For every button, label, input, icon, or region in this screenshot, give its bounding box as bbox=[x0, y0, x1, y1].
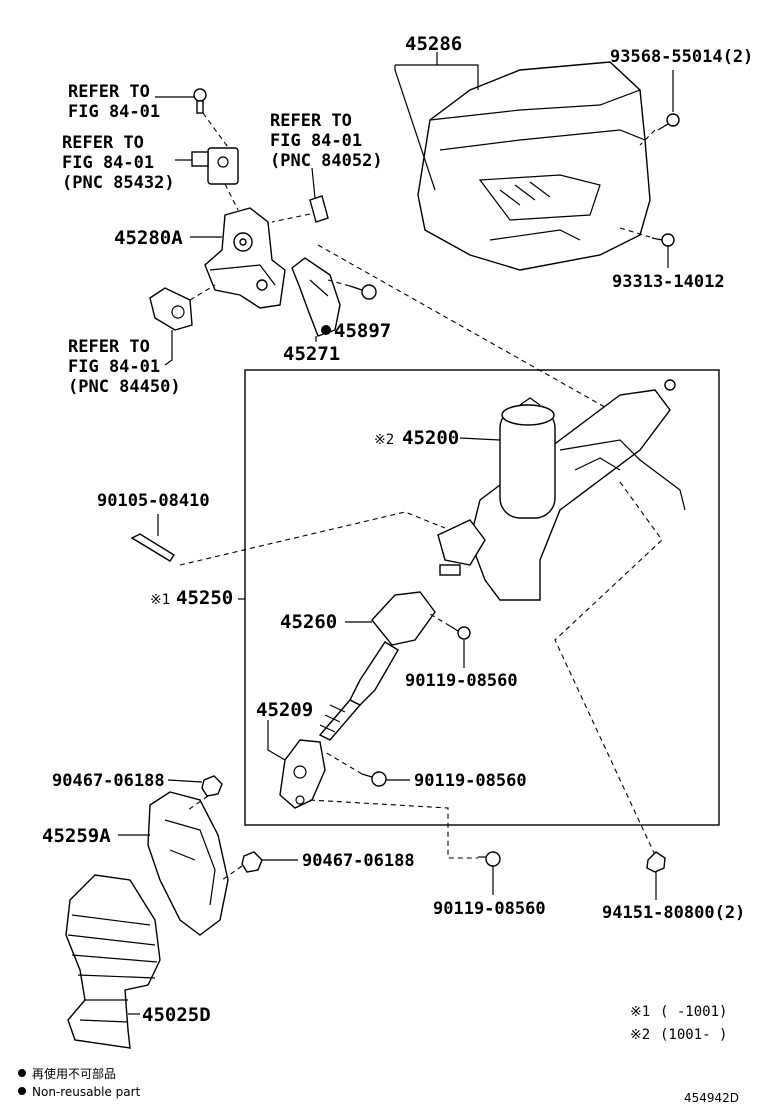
note-2-text: (1001- ) bbox=[660, 1027, 727, 1043]
callout-refer-1: REFER TO FIG 84-01 bbox=[68, 82, 160, 122]
callout-90119-b: 90119-08560 bbox=[414, 771, 527, 791]
callout-45259A: 45259A bbox=[42, 825, 111, 847]
nut-94151[interactable] bbox=[646, 851, 666, 873]
callout-90105: 90105-08410 bbox=[97, 491, 210, 511]
callout-90467-b: 90467-06188 bbox=[302, 851, 415, 871]
callout-refer-3: REFER TO FIG 84-01 (PNC 84052) bbox=[270, 111, 383, 171]
column-cover-45286[interactable] bbox=[417, 61, 651, 271]
switch-85432[interactable] bbox=[191, 147, 239, 185]
assembly-frame bbox=[244, 369, 720, 826]
part-84052[interactable] bbox=[309, 195, 329, 223]
callout-45897: 45897 bbox=[334, 320, 391, 342]
callout-93568: 93568-55014(2) bbox=[610, 47, 753, 67]
diagram-id: 454942D bbox=[684, 1091, 739, 1105]
u-joint-45209[interactable] bbox=[279, 739, 326, 809]
bolt-90119-b[interactable] bbox=[361, 771, 387, 787]
part-84450[interactable] bbox=[149, 287, 193, 331]
note-1-text: ( -1001) bbox=[660, 1004, 727, 1020]
non-reusable-marker bbox=[321, 325, 331, 335]
steering-column-45200[interactable] bbox=[437, 379, 686, 601]
callout-93313: 93313-14012 bbox=[612, 272, 725, 292]
boot-45025D[interactable] bbox=[65, 874, 161, 1049]
callout-45260: 45260 bbox=[280, 611, 337, 633]
screw-93313[interactable] bbox=[651, 233, 675, 247]
clamp-45271[interactable] bbox=[291, 257, 341, 337]
callout-45250: 45250 bbox=[176, 587, 233, 609]
callout-45286: 45286 bbox=[405, 33, 462, 55]
bolt-90119-a[interactable] bbox=[449, 625, 471, 640]
ignition-housing-45280A[interactable] bbox=[204, 207, 286, 309]
legend-line-1: 再使用不可部品 bbox=[32, 1066, 116, 1081]
callout-90119-a: 90119-08560 bbox=[405, 671, 518, 691]
callout-90119-c: 90119-08560 bbox=[433, 899, 546, 919]
callout-45025D: 45025D bbox=[142, 1004, 211, 1026]
cover-45259A[interactable] bbox=[147, 791, 229, 936]
callout-45200-mark: ※2 bbox=[374, 432, 394, 448]
clip-90467-b[interactable] bbox=[241, 851, 263, 873]
note-1-mark: ※1 bbox=[630, 1004, 650, 1020]
callout-45271: 45271 bbox=[283, 343, 340, 365]
callout-45209: 45209 bbox=[256, 699, 313, 721]
callout-refer-2: REFER TO FIG 84-01 (PNC 85432) bbox=[62, 133, 175, 193]
callout-94151: 94151-80800(2) bbox=[602, 903, 745, 923]
callout-45200: 45200 bbox=[402, 427, 459, 449]
intermediate-shaft-45260[interactable] bbox=[318, 591, 436, 741]
bolt-refer-84-01[interactable] bbox=[193, 88, 207, 114]
screw-93568[interactable] bbox=[657, 113, 680, 131]
legend-line-2: Non-reusable part bbox=[32, 1085, 141, 1099]
legend-bullet-1 bbox=[18, 1069, 26, 1077]
bolt-45897[interactable] bbox=[349, 284, 377, 300]
legend-bullet-2 bbox=[18, 1087, 26, 1095]
note-2-mark: ※2 bbox=[630, 1027, 650, 1043]
callout-45250-mark: ※1 bbox=[150, 592, 170, 608]
bolt-90105[interactable] bbox=[130, 533, 175, 562]
callout-refer-4: REFER TO FIG 84-01 (PNC 84450) bbox=[68, 337, 181, 397]
bolt-90119-c[interactable] bbox=[478, 851, 501, 867]
clip-90467-a[interactable] bbox=[201, 775, 223, 797]
callout-90467-a: 90467-06188 bbox=[52, 771, 165, 791]
callout-45280A: 45280A bbox=[114, 227, 183, 249]
